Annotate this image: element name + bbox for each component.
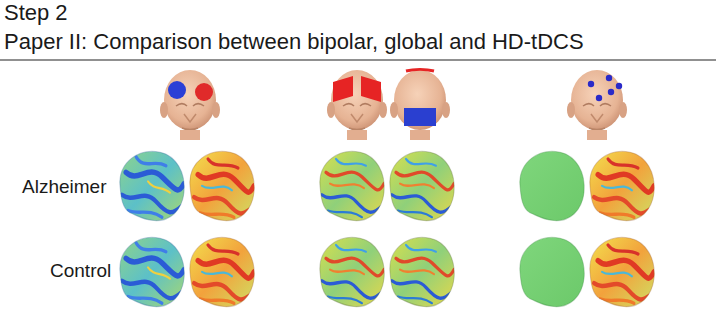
- global-head-back: [390, 70, 450, 141]
- row-label: Alzheimer: [22, 176, 106, 198]
- bipolar-head: [160, 70, 220, 140]
- rule-line: [0, 59, 716, 60]
- global-head-front: [327, 70, 387, 140]
- row-label: Control: [50, 260, 111, 282]
- step-title: Step 2: [4, 0, 68, 26]
- hd-tdcs-head: [567, 70, 627, 140]
- brain-maps-alzheimer: [120, 151, 654, 220]
- paper-subtitle: Paper II: Comparison between bipolar, gl…: [4, 29, 584, 55]
- brain-maps-control: [120, 237, 654, 306]
